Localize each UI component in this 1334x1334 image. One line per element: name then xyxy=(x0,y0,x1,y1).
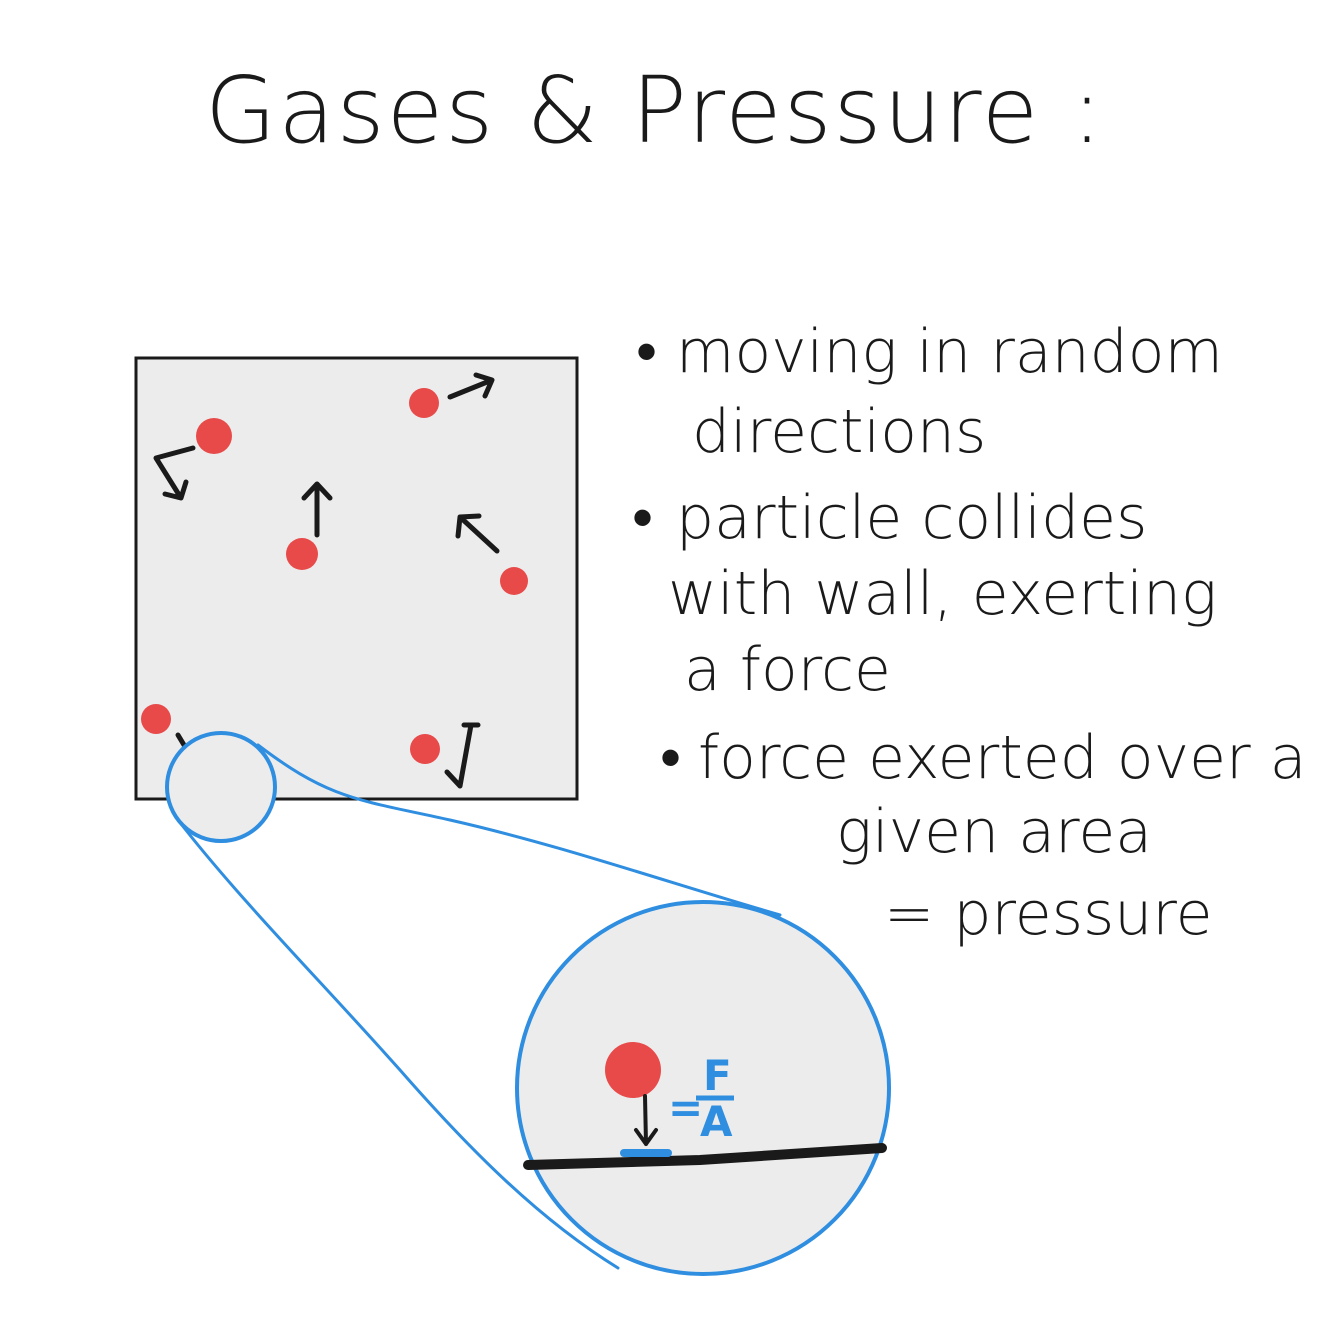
magnified-particle xyxy=(605,1042,661,1098)
note-line: = pressure xyxy=(884,879,1213,949)
notes-list: • moving in random directions • particle… xyxy=(632,317,1307,949)
note-line: moving in random xyxy=(676,317,1223,387)
page-title: Gases & Pressure : xyxy=(205,57,1104,164)
note-line: particle collides xyxy=(676,483,1147,553)
note-line: a force xyxy=(684,635,891,705)
note-bullet: • xyxy=(636,317,657,387)
gas-particle xyxy=(409,388,439,418)
gas-particle xyxy=(141,704,171,734)
formula-numerator: F xyxy=(703,1051,732,1100)
note-line: directions xyxy=(692,397,986,467)
gas-particle xyxy=(286,538,318,570)
note-bullet: • xyxy=(660,723,681,793)
note-bullet: • xyxy=(632,483,653,553)
note-line: force exerted over a xyxy=(698,723,1307,793)
formula-denominator: A xyxy=(700,1097,733,1146)
gas-particle xyxy=(500,567,528,595)
formula-equals: = xyxy=(668,1083,703,1132)
gas-particle xyxy=(410,734,440,764)
note-line: given area xyxy=(836,797,1152,867)
gas-particle xyxy=(196,418,232,454)
note-line: with wall, exerting xyxy=(668,559,1217,629)
